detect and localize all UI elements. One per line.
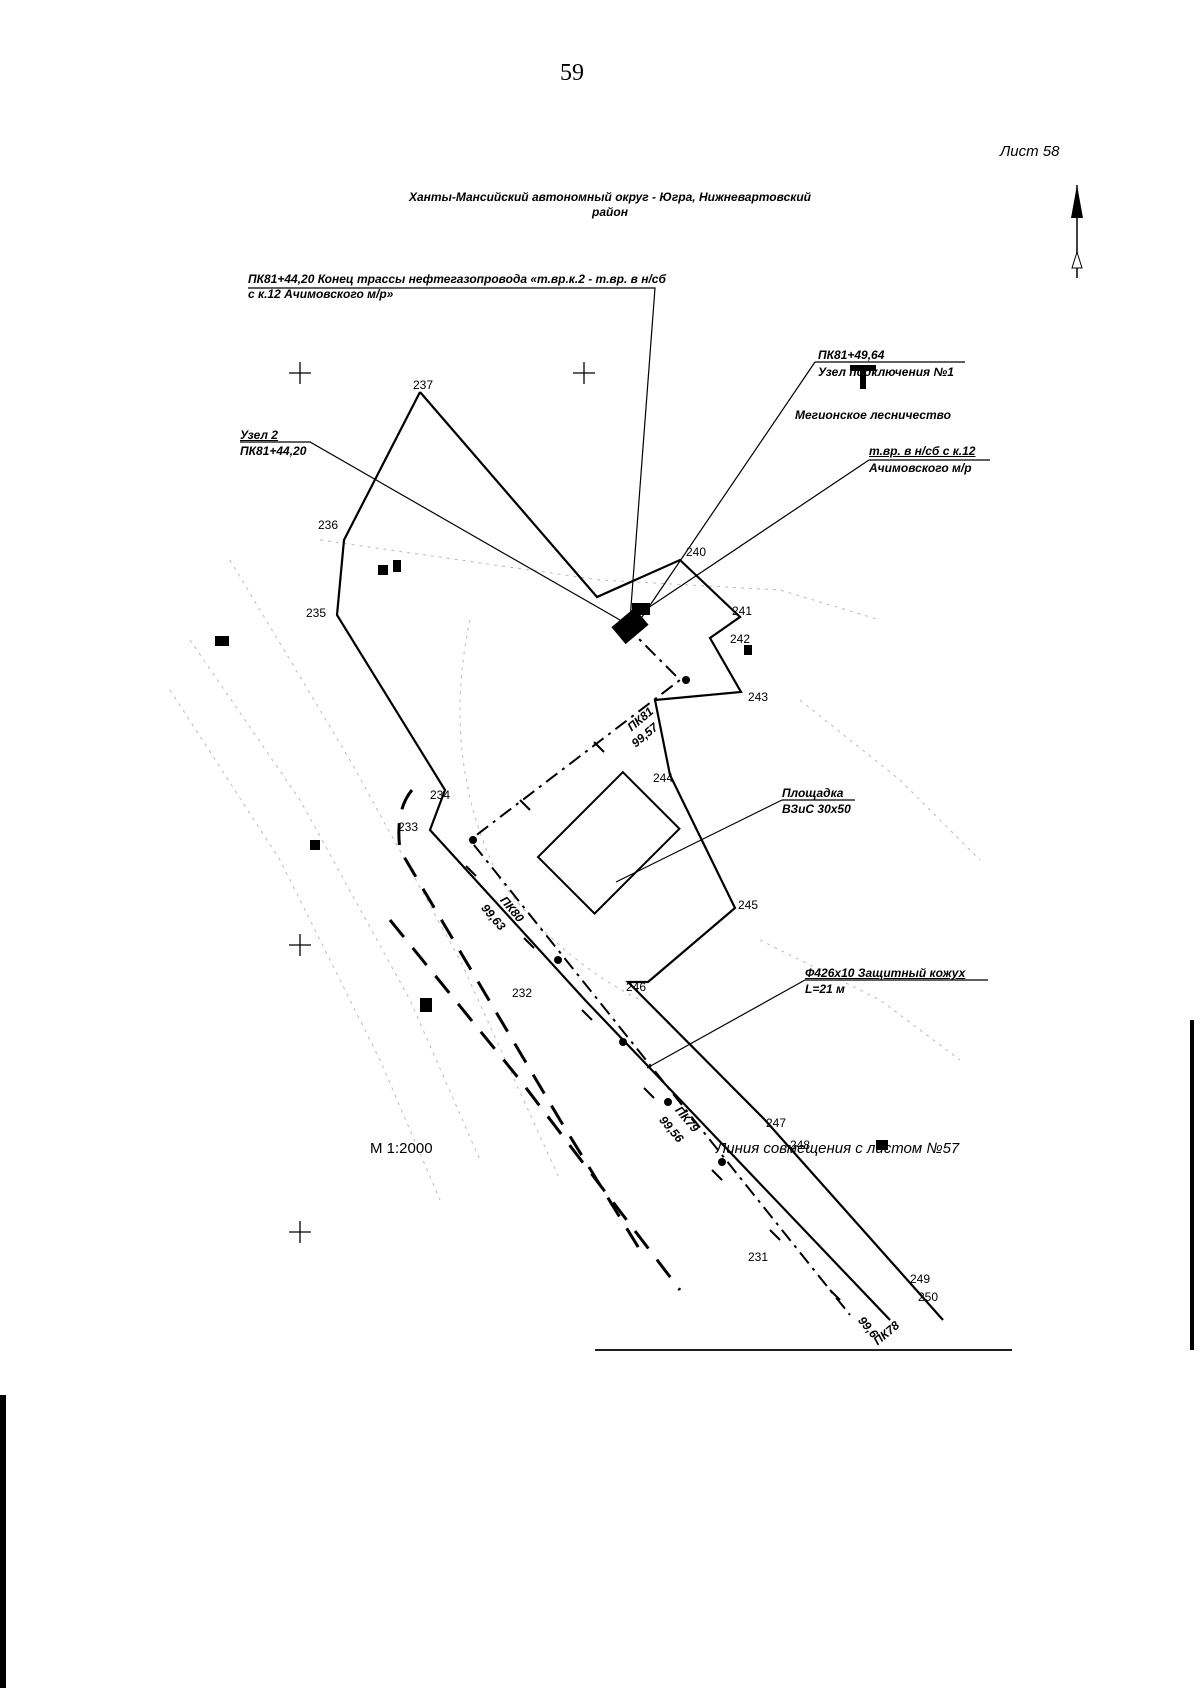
pipeline-nodes — [469, 676, 726, 1166]
pipe-label: т.вр. в н/сб с к.12 — [869, 444, 976, 458]
point-label: 234 — [430, 788, 451, 802]
point-label: 250 — [918, 1290, 939, 1304]
scan-edge-bar — [0, 1395, 6, 1688]
point-label: 231 — [748, 1250, 769, 1264]
point-label: 242 — [730, 632, 751, 646]
point-label: 241 — [732, 604, 753, 618]
point-label: 236 — [318, 518, 339, 532]
point-label: 246 — [626, 980, 647, 994]
casing-length-label: L=21 м — [805, 982, 845, 996]
point-label: 240 — [686, 545, 707, 559]
casing-label: Ф426х10 Защитный кожух — [805, 966, 966, 980]
point-label: 249 — [910, 1272, 931, 1286]
point-label: 247 — [766, 1116, 787, 1130]
node-label: Узел 2 — [240, 428, 278, 442]
region-title: Ханты-Мансийский автономный округ - Югра… — [408, 190, 812, 219]
sheet-label: Лист 58 — [1000, 143, 1060, 160]
point-label: 233 — [398, 820, 419, 834]
terrain-lines — [169, 539, 981, 1201]
route-end-label: ПК81+44,20 Конец трассы нефтегазопровода… — [248, 272, 666, 301]
site-label: Площадка — [782, 786, 844, 800]
point-label: 243 — [748, 690, 769, 704]
grid-crosses — [289, 362, 595, 1243]
page-number: 59 — [560, 60, 584, 86]
pk-label: ПК81+49,64 — [818, 348, 885, 362]
road-lines — [388, 789, 682, 1291]
point-label: 235 — [306, 606, 327, 620]
north-arrow-icon — [1071, 185, 1083, 278]
allotment-boundary — [335, 391, 944, 1321]
point-label: 237 — [413, 378, 434, 392]
forestry-label: Мегионское лесничество — [795, 408, 951, 422]
terrain-symbols — [215, 560, 888, 1150]
node-pk-label: ПК81+44,20 — [240, 444, 307, 458]
map-scale: М 1:2000 — [370, 1140, 433, 1157]
point-label: 245 — [738, 898, 759, 912]
scan-edge-bar — [1190, 1020, 1194, 1350]
point-label: 248 — [790, 1138, 811, 1152]
site-size-label: ВЗиС 30х50 — [782, 802, 851, 816]
point-label: 232 — [512, 986, 533, 1000]
pipe-field-label: Ачимовского м/р — [869, 461, 972, 475]
connection-node-label: Узел подключения №1 — [818, 365, 954, 379]
alignment-line-label: Линия совмещения с листом №57 — [716, 1140, 960, 1157]
pipeline-markers — [465, 741, 841, 1301]
site-rectangle — [536, 770, 681, 915]
tee-icon — [850, 365, 876, 389]
point-label: 244 — [653, 771, 674, 785]
leader-lines — [240, 287, 1012, 1351]
pipeline — [468, 624, 851, 1316]
